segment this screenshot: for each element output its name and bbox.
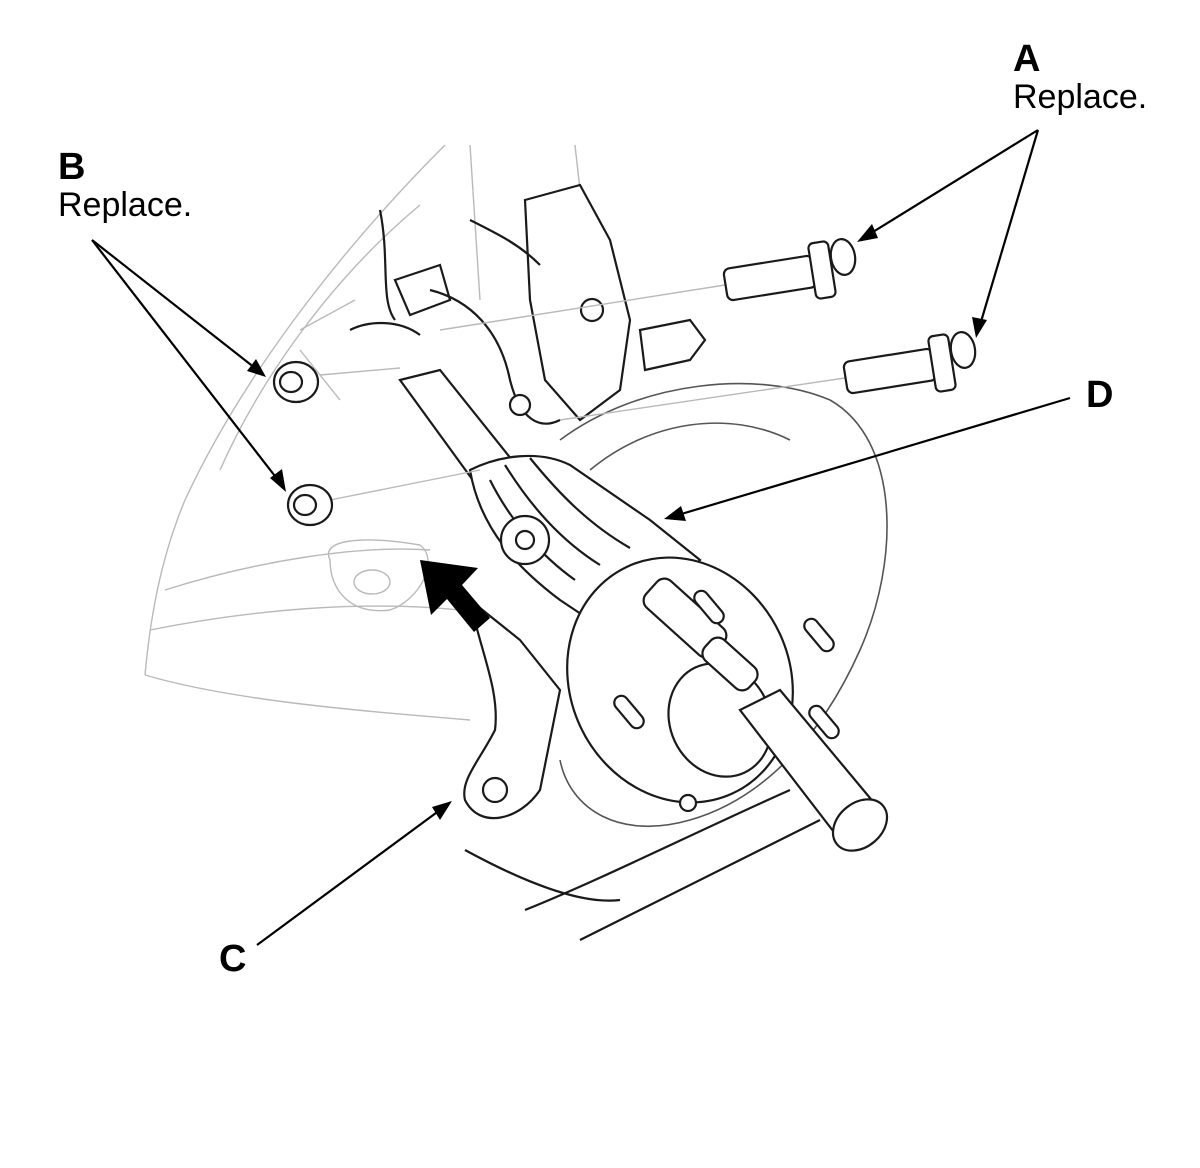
sensor-harness xyxy=(349,209,561,425)
leader-d xyxy=(664,396,1071,521)
callout-d-letter: D xyxy=(1086,374,1114,416)
leader-a xyxy=(857,129,1040,338)
knuckle xyxy=(463,183,821,941)
driveshaft xyxy=(398,368,889,852)
flange-nut-lower xyxy=(286,469,481,527)
callout-a: A Replace. xyxy=(1013,40,1147,114)
callout-d: D xyxy=(1086,376,1113,414)
callout-c-letter: C xyxy=(219,938,247,980)
flange-nut-upper xyxy=(272,360,401,404)
leader-b xyxy=(91,239,286,492)
callout-b-note: Replace. xyxy=(58,186,193,224)
callout-a-note: Replace. xyxy=(1013,78,1148,116)
brake-disc xyxy=(559,382,888,828)
leader-c xyxy=(256,801,452,946)
callout-c: C xyxy=(219,940,246,978)
callout-a-letter: A xyxy=(1013,38,1041,80)
flange-bolt-lower xyxy=(559,331,977,421)
direction-arrow-icon xyxy=(420,560,490,632)
flange-bolt-upper xyxy=(439,238,857,331)
background-outline xyxy=(144,144,581,721)
callout-b: B Replace. xyxy=(58,148,192,222)
callout-b-letter: B xyxy=(58,146,86,188)
